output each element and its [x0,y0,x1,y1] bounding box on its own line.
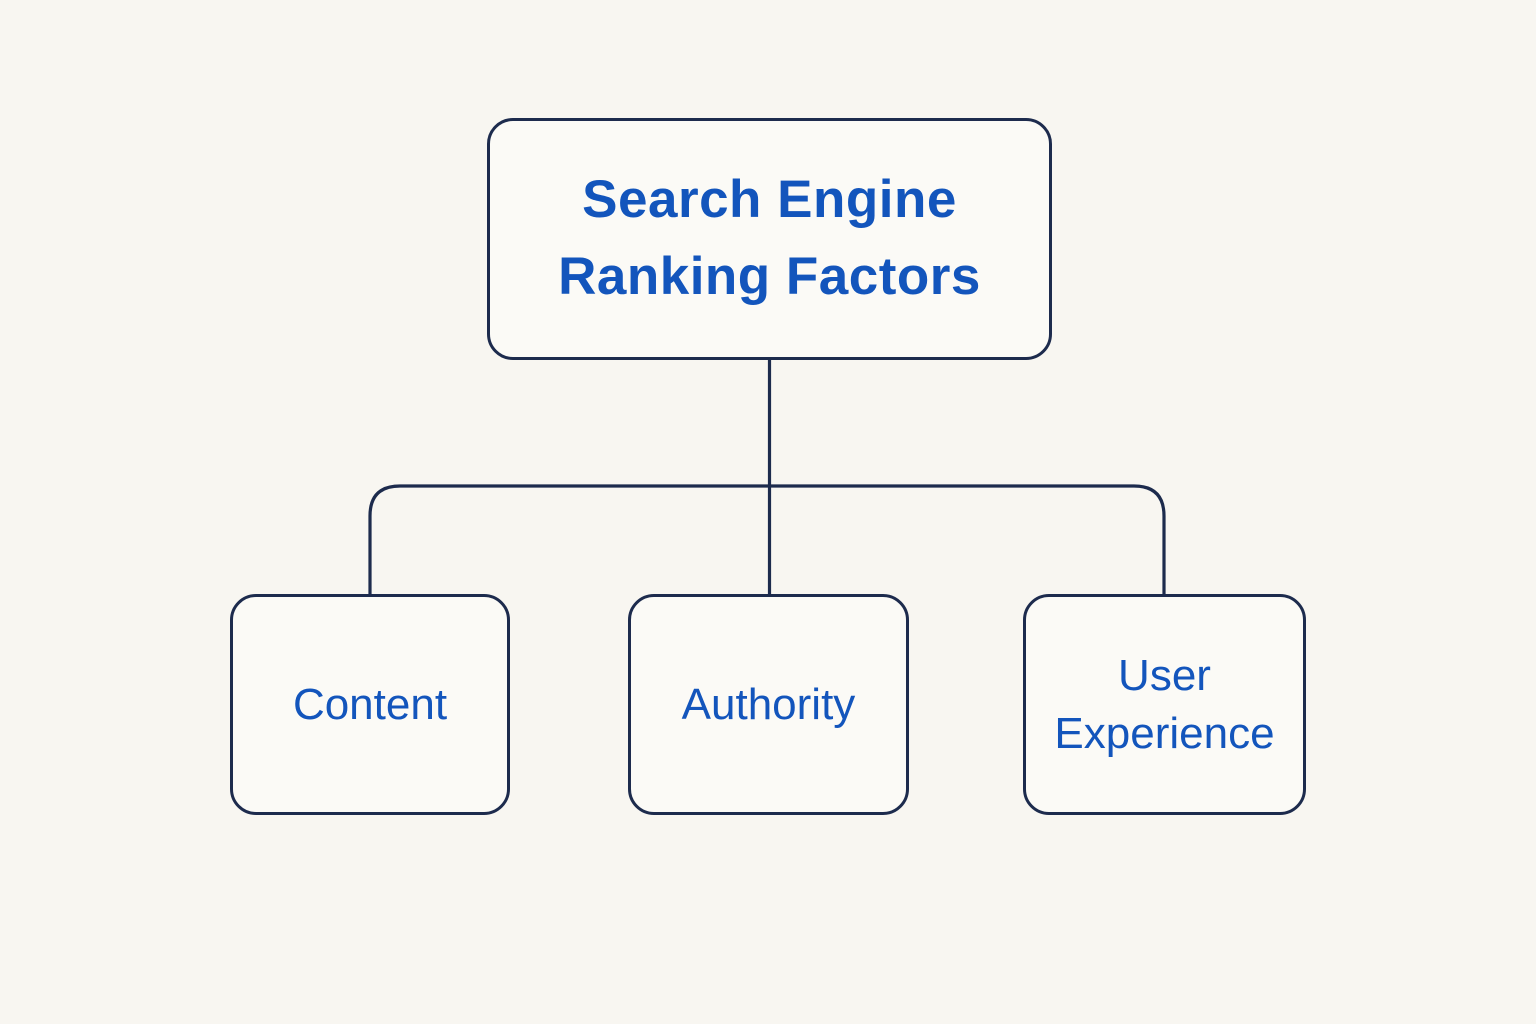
node-authority: Authority [628,594,909,815]
node-user-experience: User Experience [1023,594,1306,815]
node-user-experience-label: User Experience [1054,651,1275,758]
connector-rail [368,484,1166,594]
node-content: Content [230,594,510,815]
node-content-label: Content [292,679,448,729]
node-authority-label: Authority [681,679,856,729]
node-search-engine-ranking-factors: Search Engine Ranking Factors [487,118,1052,360]
node-root-label: Search Engine Ranking Factors [558,170,981,306]
